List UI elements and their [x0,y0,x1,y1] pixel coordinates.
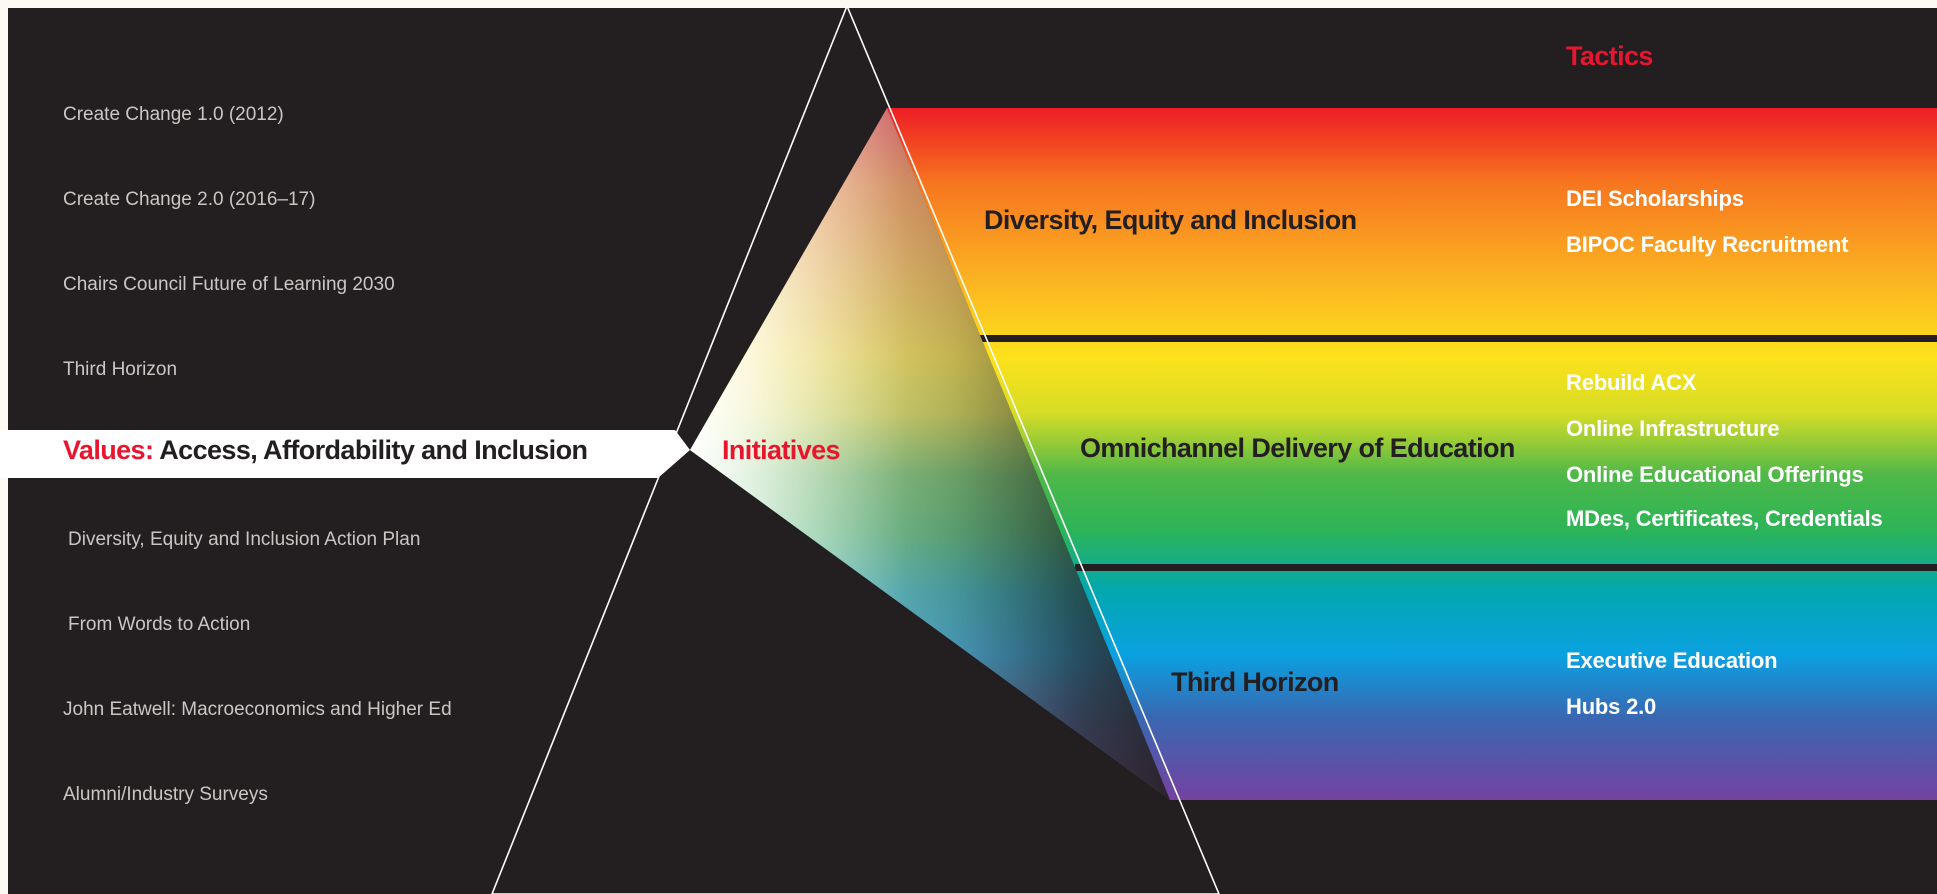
tactic-item: BIPOC Faculty Recruitment [1566,232,1849,257]
tactic-item: Executive Education [1566,648,1778,673]
initiative-title: Omnichannel Delivery of Education [1080,433,1515,463]
source-item: Chairs Council Future of Learning 2030 [63,274,395,295]
tactic-item: Rebuild ACX [1566,370,1697,395]
spectrum-bands [887,108,1937,800]
source-item: Diversity, Equity and Inclusion Action P… [68,529,421,550]
values-text: Access, Affordability and Inclusion [159,435,588,465]
values-statement: Values: Access, Affordability and Inclus… [63,432,588,468]
tactic-item: Online Educational Offerings [1566,462,1864,487]
source-item: Alumni/Industry Surveys [63,784,268,805]
tactic-item: DEI Scholarships [1566,186,1744,211]
white-light-beam [0,430,690,478]
source-item: From Words to Action [68,614,251,635]
tactic-item: MDes, Certificates, Credentials [1566,506,1883,531]
tactic-item: Hubs 2.0 [1566,694,1657,719]
source-item: Create Change 1.0 (2012) [63,104,284,125]
source-item: John Eatwell: Macroeconomics and Higher … [63,699,452,720]
initiatives-label: Initiatives [722,435,841,465]
initiative-title: Third Horizon [1171,667,1339,697]
tactics-heading: Tactics [1566,41,1653,71]
initiative-title: Diversity, Equity and Inclusion [984,205,1357,235]
source-item: Third Horizon [63,359,178,380]
source-item: Create Change 2.0 (2016–17) [63,189,316,210]
values-label: Values: [63,435,154,465]
band-divider-2 [1075,564,1937,571]
prism-outline [491,3,1220,894]
tactic-item: Online Infrastructure [1566,416,1780,441]
band-divider-1 [980,335,1937,342]
